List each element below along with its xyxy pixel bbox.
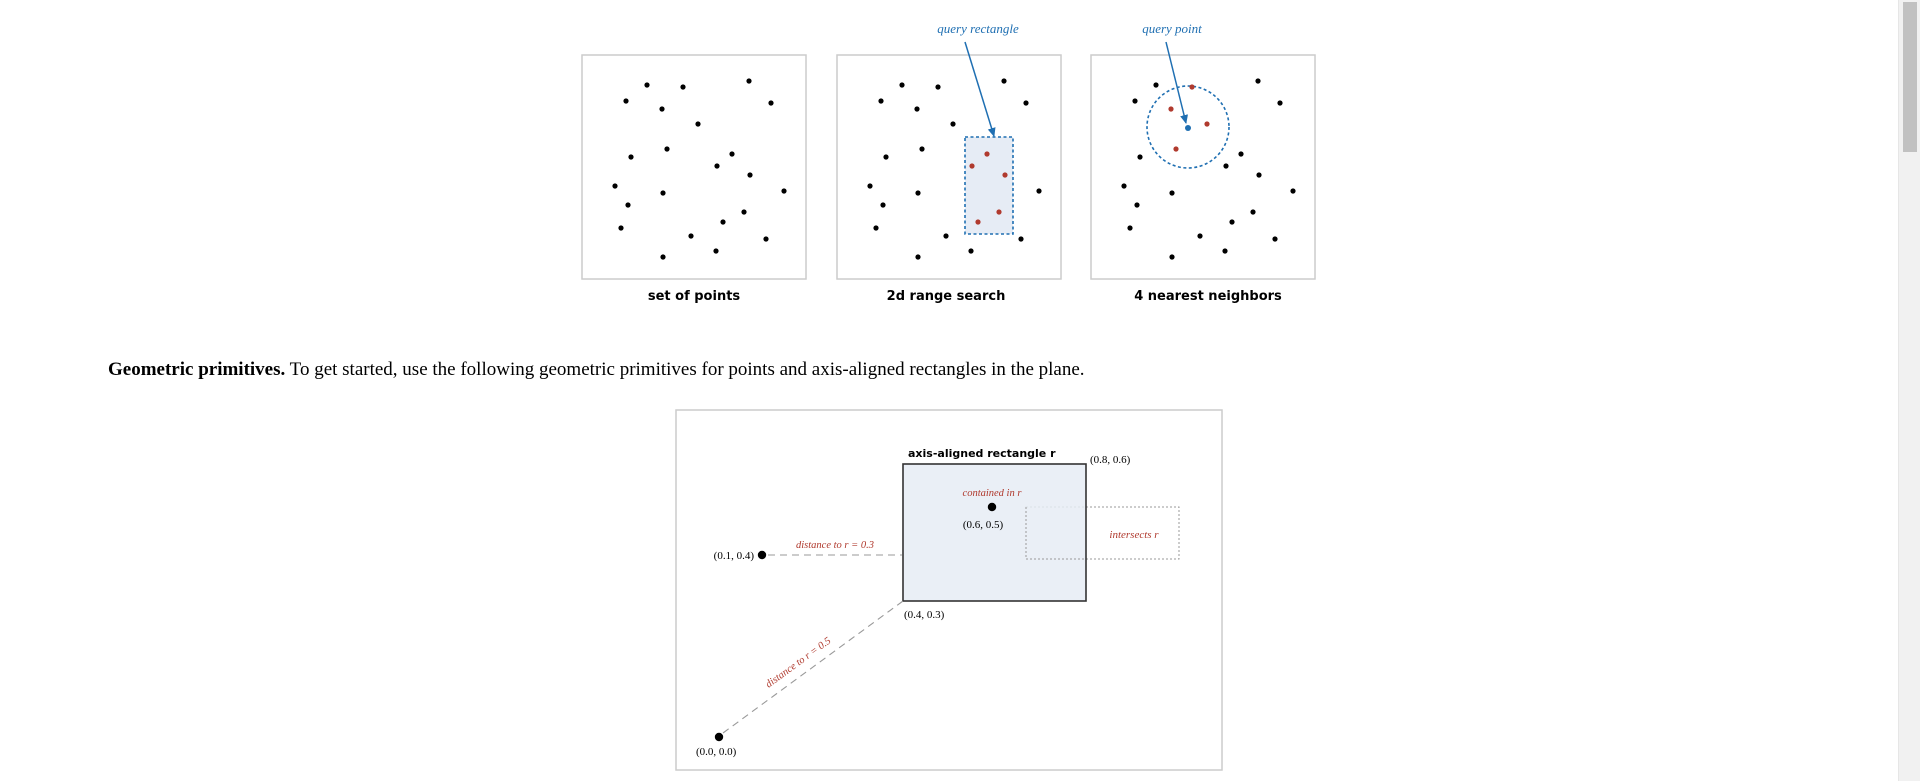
- point-set: [867, 78, 1042, 260]
- point-set: [1121, 78, 1296, 260]
- top-right-corner-label: (0.8, 0.6): [1090, 454, 1131, 466]
- panel-frame: [581, 54, 807, 280]
- nearest-neighbors: [1168, 84, 1210, 152]
- panel-caption: 4 nearest neighbors: [1134, 289, 1282, 304]
- points-in-range: [969, 151, 1008, 225]
- panel-frame: [836, 54, 1062, 280]
- geometric-primitives-paragraph: Geometric primitives. To get started, us…: [108, 358, 1085, 382]
- scrollbar-thumb[interactable]: [1903, 2, 1917, 152]
- panel-frame: [1090, 54, 1316, 280]
- diagonal-distance-line: [722, 600, 904, 734]
- panel-4-nearest-neighbors: query point 4 nearest neighbors: [1090, 21, 1316, 304]
- geometric-primitives-figure: axis-aligned rectangle r (0.8, 0.6) (0.4…: [675, 409, 1223, 771]
- panel-caption: 2d range search: [887, 289, 1006, 304]
- contained-point-label: (0.6, 0.5): [963, 519, 1004, 531]
- section-heading: Geometric primitives.: [108, 359, 286, 380]
- vertical-scrollbar[interactable]: [1898, 0, 1920, 781]
- contained-point: [987, 502, 997, 512]
- kd-tree-operations-figure: set of points: [581, 21, 1316, 304]
- origin-point: [714, 732, 724, 742]
- query-rectangle: [964, 136, 1014, 235]
- panel-set-of-points: set of points: [581, 54, 807, 304]
- left-distance-label: distance to r = 0.3: [796, 540, 874, 551]
- query-rectangle-label: query rectangle: [937, 21, 1019, 36]
- paragraph-text: To get started, use the following geomet…: [285, 359, 1085, 380]
- query-rectangle-arrow: [964, 41, 996, 137]
- panel-2d-range-search: query rectangle 2d range search: [836, 21, 1062, 304]
- query-point-arrow: [1165, 41, 1188, 124]
- left-point: [757, 550, 767, 560]
- origin-point-label: (0.0, 0.0): [696, 746, 737, 758]
- point-set: [612, 78, 787, 260]
- intersects-label: intersects r: [1109, 529, 1159, 541]
- left-point-label: (0.1, 0.4): [714, 550, 755, 562]
- axis-aligned-rectangle: [902, 463, 1087, 602]
- query-point-label: query point: [1142, 21, 1202, 36]
- contained-label: contained in r: [963, 488, 1023, 499]
- query-point: [1185, 125, 1191, 131]
- bottom-left-corner-label: (0.4, 0.3): [904, 609, 945, 621]
- panel-caption: set of points: [648, 289, 741, 304]
- nearest-neighbor-radius: [1146, 85, 1230, 169]
- rectangle-title: axis-aligned rectangle r: [908, 447, 1056, 460]
